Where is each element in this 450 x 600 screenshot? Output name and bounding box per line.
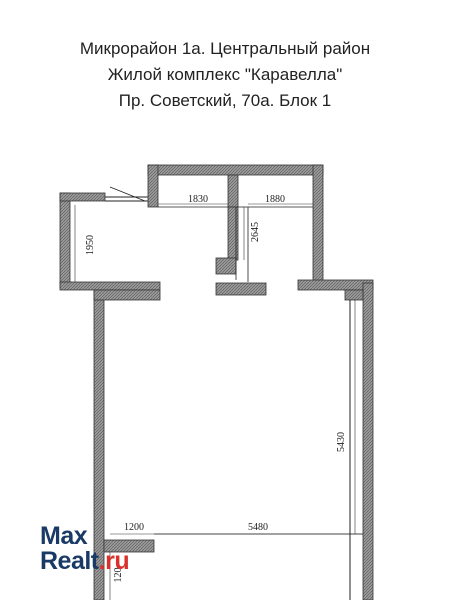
dim-2645: 2645 — [250, 222, 261, 242]
header-complex: Жилой комплекс "Каравелла" — [107, 65, 343, 84]
main-room-walls — [93, 282, 374, 600]
upper-room-walls — [147, 164, 374, 296]
watermark-ru: .ru — [98, 547, 130, 575]
maxrealt-watermark: Max Realt.ru — [40, 522, 130, 575]
dim-1830: 1830 — [188, 194, 208, 205]
watermark-max: Max — [40, 522, 88, 550]
dim-1950: 1950 — [85, 235, 96, 255]
dim-1200: 1200 — [124, 522, 144, 533]
header-district: Микрорайон 1а. Центральный район — [79, 39, 371, 58]
dim-5430: 5430 — [336, 432, 347, 452]
watermark-realt-line: Realt.ru — [40, 547, 130, 575]
dim-120-vertical: 120 — [113, 568, 124, 583]
watermark-realt: Realt — [40, 547, 99, 575]
dimension-lines — [74, 186, 363, 600]
dim-5480: 5480 — [248, 522, 268, 533]
plan-header: Микрорайон 1а. Центральный район Жилой к… — [0, 36, 450, 114]
dim-1880: 1880 — [265, 194, 285, 205]
header-address: Пр. Советский, 70а. Блок 1 — [118, 91, 332, 110]
